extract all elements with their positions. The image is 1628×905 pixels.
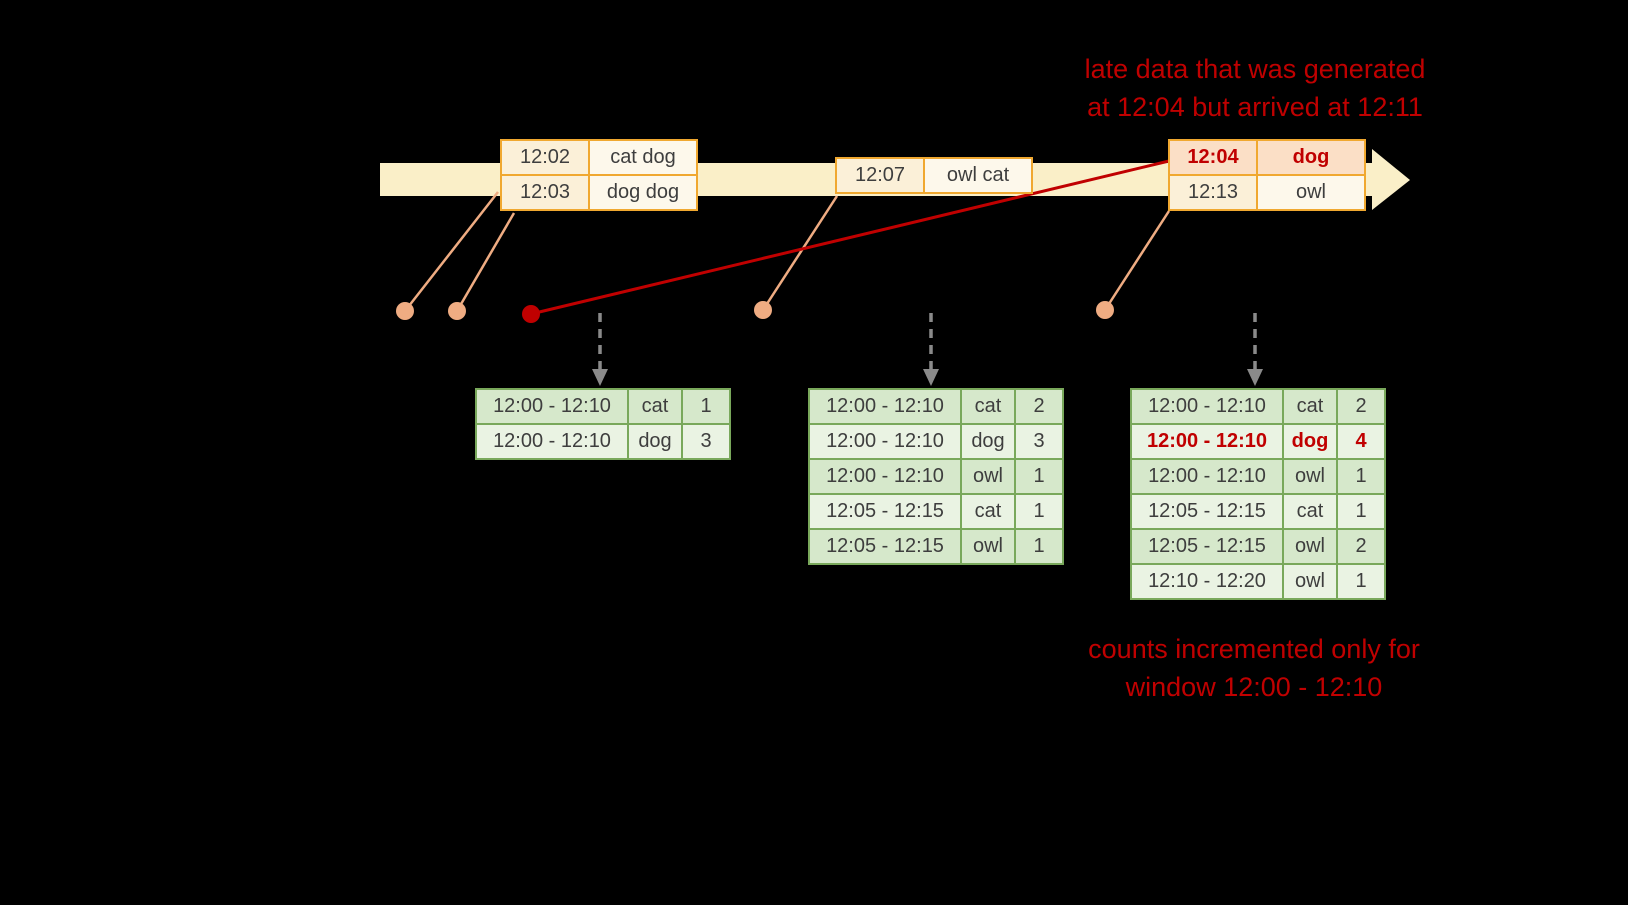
event-row: 12:13 owl [1168, 174, 1366, 211]
late-data-annotation-line2: at 12:04 but arrived at 12:11 [1087, 92, 1423, 122]
result-count-cell: 1 [1336, 458, 1386, 495]
result-window-cell: 12:00 - 12:10 [808, 423, 962, 460]
result-row: 12:10 - 12:20 owl 1 [1130, 563, 1386, 600]
result-word-cell: cat [627, 388, 683, 425]
result-table-1: 12:00 - 12:10 cat 1 12:00 - 12:10 dog 3 [475, 388, 731, 460]
result-word-cell: owl [1282, 458, 1338, 495]
late-event-dot [522, 305, 540, 323]
result-window-cell: 12:05 - 12:15 [1130, 493, 1284, 530]
event-words-cell: dog dog [588, 174, 698, 211]
result-window-cell: 12:05 - 12:15 [808, 493, 962, 530]
result-count-cell: 1 [1336, 563, 1386, 600]
result-count-cell: 1 [1014, 528, 1064, 565]
event-words-cell: dog [1256, 139, 1366, 176]
event-time-cell: 12:13 [1168, 174, 1258, 211]
connector-line [404, 191, 499, 312]
event-row: 12:03 dog dog [500, 174, 698, 211]
result-window-cell: 12:05 - 12:15 [1130, 528, 1284, 565]
result-word-cell: dog [627, 423, 683, 460]
dashed-arrowhead-icon [592, 369, 608, 386]
result-count-cell: 2 [1336, 528, 1386, 565]
late-connector-line [530, 159, 1170, 316]
result-window-cell: 12:00 - 12:10 [808, 388, 962, 425]
result-row: 12:00 - 12:10 owl 1 [1130, 458, 1386, 495]
counts-annotation-line2: window 12:00 - 12:10 [1125, 672, 1383, 702]
event-time-cell: 12:07 [835, 157, 925, 194]
event-words-cell: cat dog [588, 139, 698, 176]
result-word-cell: cat [960, 388, 1016, 425]
event-time-cell: 12:03 [500, 174, 590, 211]
result-count-cell: 2 [1014, 388, 1064, 425]
result-word-cell: owl [1282, 528, 1338, 565]
event-words-cell: owl [1256, 174, 1366, 211]
result-count-cell: 1 [1014, 458, 1064, 495]
result-row: 12:05 - 12:15 cat 1 [808, 493, 1064, 530]
result-row: 12:00 - 12:10 cat 2 [808, 388, 1064, 425]
connector-line [1103, 210, 1171, 311]
connector-line [761, 195, 839, 311]
counts-annotation-line1: counts incremented only for [1088, 634, 1420, 664]
result-count-cell: 4 [1336, 423, 1386, 460]
result-table-3: 12:00 - 12:10 cat 2 12:00 - 12:10 dog 4 … [1130, 388, 1386, 600]
event-dot [396, 302, 414, 320]
late-data-annotation-line1: late data that was generated [1084, 54, 1426, 84]
connector-line [455, 212, 516, 312]
late-data-annotation: late data that was generated at 12:04 bu… [1015, 50, 1495, 126]
event-row: 12:02 cat dog [500, 139, 698, 176]
result-table-2: 12:00 - 12:10 cat 2 12:00 - 12:10 dog 3 … [808, 388, 1064, 565]
result-word-cell: owl [960, 458, 1016, 495]
event-dot [1096, 301, 1114, 319]
result-row: 12:00 - 12:10 cat 2 [1130, 388, 1386, 425]
result-count-cell: 3 [681, 423, 731, 460]
result-row: 12:00 - 12:10 cat 1 [475, 388, 731, 425]
result-word-cell: dog [960, 423, 1016, 460]
event-row: 12:07 owl cat [835, 157, 1033, 194]
result-row: 12:05 - 12:15 owl 2 [1130, 528, 1386, 565]
counts-annotation: counts incremented only for window 12:00… [1038, 630, 1470, 706]
dashed-arrowhead-icon [923, 369, 939, 386]
result-word-cell: dog [1282, 423, 1338, 460]
result-window-cell: 12:00 - 12:10 [1130, 388, 1284, 425]
event-dot [754, 301, 772, 319]
event-table-2: 12:07 owl cat [835, 157, 1033, 194]
event-table-3: 12:04 dog 12:13 owl [1168, 139, 1366, 211]
result-count-cell: 2 [1336, 388, 1386, 425]
result-row: 12:00 - 12:10 dog 3 [808, 423, 1064, 460]
result-count-cell: 1 [1014, 493, 1064, 530]
result-row: 12:05 - 12:15 owl 1 [808, 528, 1064, 565]
event-words-cell: owl cat [923, 157, 1033, 194]
result-count-cell: 1 [681, 388, 731, 425]
result-row: 12:05 - 12:15 cat 1 [1130, 493, 1386, 530]
result-word-cell: owl [960, 528, 1016, 565]
result-word-cell: cat [1282, 388, 1338, 425]
result-word-cell: cat [960, 493, 1016, 530]
result-window-cell: 12:05 - 12:15 [808, 528, 962, 565]
late-event-row: 12:04 dog [1168, 139, 1366, 176]
dashed-arrowhead-icon [1247, 369, 1263, 386]
result-window-cell: 12:00 - 12:10 [475, 423, 629, 460]
result-word-cell: owl [1282, 563, 1338, 600]
result-row: 12:00 - 12:10 owl 1 [808, 458, 1064, 495]
result-window-cell: 12:00 - 12:10 [808, 458, 962, 495]
event-table-1: 12:02 cat dog 12:03 dog dog [500, 139, 698, 211]
event-time-cell: 12:04 [1168, 139, 1258, 176]
result-count-cell: 3 [1014, 423, 1064, 460]
result-word-cell: cat [1282, 493, 1338, 530]
result-window-cell: 12:00 - 12:10 [1130, 458, 1284, 495]
result-row: 12:00 - 12:10 dog 3 [475, 423, 731, 460]
result-window-cell: 12:00 - 12:10 [1130, 423, 1284, 460]
result-window-cell: 12:10 - 12:20 [1130, 563, 1284, 600]
result-window-cell: 12:00 - 12:10 [475, 388, 629, 425]
event-time-cell: 12:02 [500, 139, 590, 176]
result-count-cell: 1 [1336, 493, 1386, 530]
timeline-arrowhead-icon [1372, 149, 1410, 210]
event-dot [448, 302, 466, 320]
result-row-highlighted: 12:00 - 12:10 dog 4 [1130, 423, 1386, 460]
